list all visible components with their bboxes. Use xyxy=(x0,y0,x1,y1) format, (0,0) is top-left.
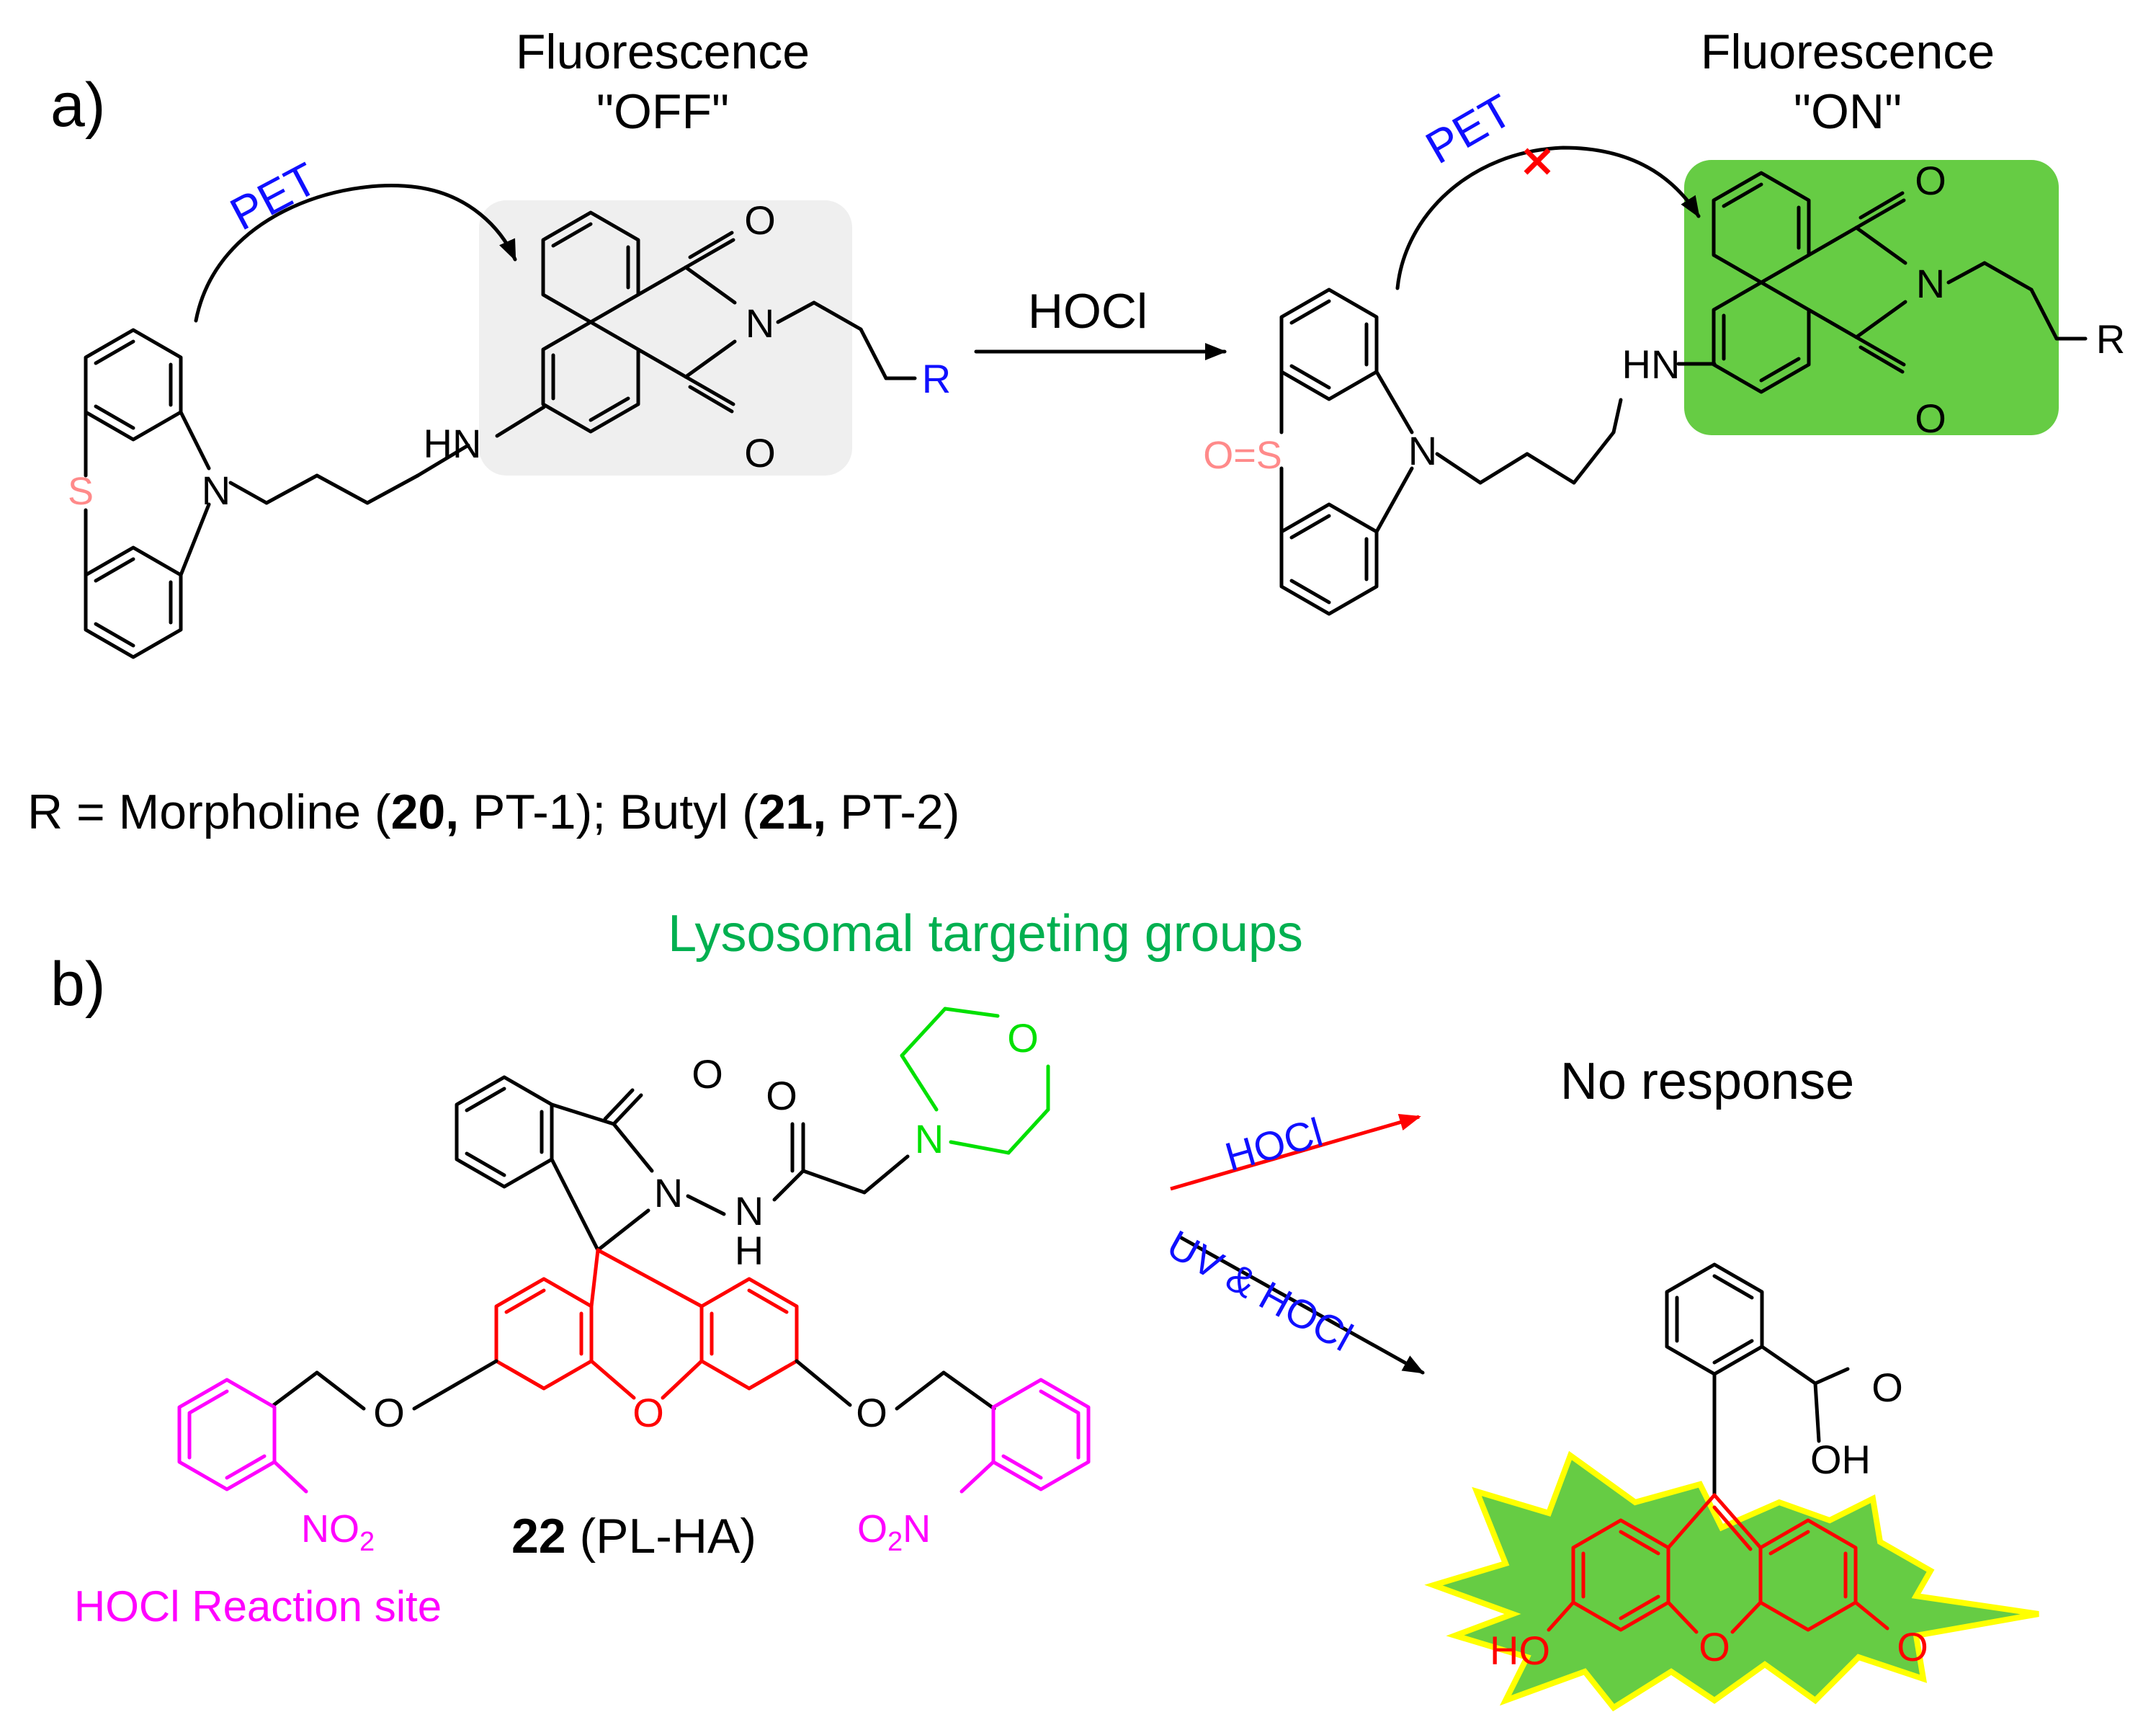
isoindolinone-ring xyxy=(455,1075,910,1252)
n-atom-morpholine: N xyxy=(915,1116,944,1161)
no2-group-left: NO2 xyxy=(301,1507,375,1557)
hn-atom-left: HN xyxy=(424,421,482,466)
oh-acid: OH xyxy=(1810,1437,1871,1482)
nitrobenzyl-right xyxy=(960,1378,1091,1494)
n-atom-imide-left: N xyxy=(746,300,774,346)
o-atom-bottom-right: O xyxy=(1915,396,1946,441)
o-atom-morpholine: O xyxy=(1007,1015,1039,1061)
xanthene-core xyxy=(494,1248,799,1400)
naphthalimide-left xyxy=(541,210,917,434)
fluorescence-on-title: Fluorescence xyxy=(1701,24,1995,79)
fluorescence-on-state: "ON" xyxy=(1794,84,1902,139)
n-atom-hydrazide: N xyxy=(735,1188,764,1234)
nitrobenzyl-left xyxy=(177,1378,308,1494)
r-group-right: R xyxy=(2096,316,2125,362)
phenothiazine-left xyxy=(84,328,546,659)
off-highlight-box xyxy=(479,200,852,476)
h-atom-hydrazide: H xyxy=(735,1228,764,1273)
naphthalimide-right xyxy=(1712,171,2088,394)
panel-a-label: a) xyxy=(50,71,105,140)
lysosomal-targeting-label: Lysosomal targeting groups xyxy=(668,905,1303,963)
o-atom-top-right: O xyxy=(1915,158,1946,203)
morpholine-ring xyxy=(900,1007,1050,1155)
o-atom-top-left: O xyxy=(744,197,776,243)
on-highlight-box xyxy=(1684,160,2059,435)
pet-arrow-left xyxy=(194,184,517,323)
reagent-uv-hocl-b: UV & HOCl xyxy=(1160,1221,1360,1360)
ho-product: HO xyxy=(1490,1628,1550,1673)
o-atom-xanthene: O xyxy=(632,1390,664,1435)
n-atom-ptz-right: N xyxy=(1408,428,1437,473)
o-atom-acid: O xyxy=(1871,1365,1903,1410)
o-atom-bottom-left: O xyxy=(744,430,776,476)
o-atom-ether-left: O xyxy=(373,1390,405,1435)
n-atom-ptz-left: N xyxy=(202,468,231,513)
pet-label-left: PET xyxy=(222,152,326,240)
pet-arrow-right xyxy=(1395,146,1701,290)
reaction-arrow-uv-hocl-b xyxy=(1179,1236,1425,1375)
fluorescein-product xyxy=(1547,1262,1889,1634)
compound-22-label: 22 (PL-HA) xyxy=(511,1509,756,1564)
o-atom-ether-right: O xyxy=(856,1390,887,1435)
o-atom-keto-product: O xyxy=(1897,1624,1928,1669)
reagent-hocl-b: HOCl xyxy=(1220,1109,1328,1179)
sulfoxide-group-right: O=S xyxy=(1203,434,1282,477)
ether-linkers xyxy=(272,1359,996,1411)
no-response-label: No response xyxy=(1560,1053,1854,1110)
hocl-reaction-site-label: HOCl Reaction site xyxy=(74,1582,442,1631)
hn-atom-right: HN xyxy=(1622,342,1681,387)
phenothiazine-right xyxy=(1279,287,1717,616)
reagent-hocl-a: HOCl xyxy=(1028,284,1148,339)
o-atom-lactam: O xyxy=(692,1051,723,1097)
r-group-left: R xyxy=(922,356,951,401)
n-atom-lactam: N xyxy=(654,1170,683,1216)
reaction-arrow-hocl-b xyxy=(1170,1113,1421,1191)
no2-group-right: O2N xyxy=(857,1507,931,1557)
o-atom-ring-product: O xyxy=(1699,1624,1730,1669)
r-definition: R = Morpholine (20, PT-1); Butyl (21, PT… xyxy=(27,785,960,839)
fluorescence-off-state: "OFF" xyxy=(596,84,729,139)
sulfur-atom-left: S xyxy=(68,470,94,513)
o-atom-amide: O xyxy=(766,1073,797,1118)
n-atom-imide-right: N xyxy=(1916,261,1945,306)
blocked-cross-icon xyxy=(1524,148,1551,175)
panel-b-label: b) xyxy=(50,950,105,1019)
fluorescence-burst xyxy=(1424,1450,2039,1712)
fluorescence-off-title: Fluorescence xyxy=(516,24,810,79)
